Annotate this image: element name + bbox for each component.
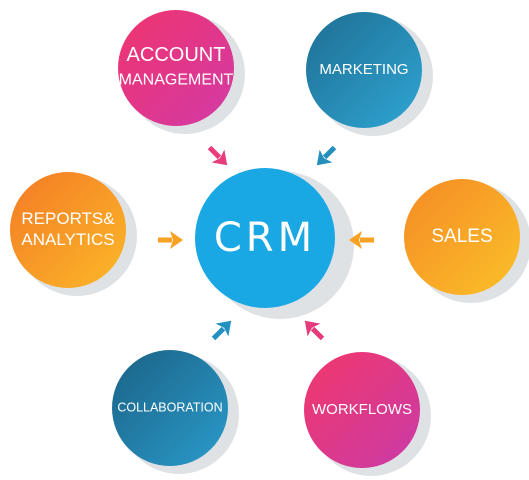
crm-center: CRM xyxy=(195,168,354,319)
node-label: ANALYTICS xyxy=(21,230,114,249)
arrow-icon xyxy=(158,231,183,249)
node-workflows: WORKFLOWS xyxy=(304,352,431,476)
nodes-layer: ACCOUNT MANAGEMENT MARKETING REPORTS&ANALYT… xyxy=(10,10,529,476)
node-label: ACCOUNT xyxy=(127,44,226,66)
node-circle xyxy=(10,172,126,288)
arrow-icon xyxy=(316,145,337,166)
node-label: MARKETING xyxy=(319,61,408,78)
node-collaboration: COLLABORATION xyxy=(112,350,239,474)
node-reports-analytics: REPORTS&ANALYTICS xyxy=(10,172,137,296)
node-circle xyxy=(404,179,520,295)
arrow-icon xyxy=(207,145,228,166)
arrow-icon xyxy=(304,320,325,341)
node-marketing: MARKETING xyxy=(306,12,433,136)
node-label: WORKFLOWS xyxy=(312,401,412,418)
crm-center-circle xyxy=(195,168,335,308)
node-label: REPORTS& xyxy=(21,209,115,228)
node-circle xyxy=(118,10,234,126)
arrow-icon xyxy=(211,320,232,341)
crm-center-label: CRM xyxy=(214,215,316,261)
node-sales: SALES xyxy=(404,179,529,303)
node-label: SALES xyxy=(431,226,492,247)
arrow-icon xyxy=(349,231,374,249)
node-account-management: ACCOUNT MANAGEMENT xyxy=(118,10,245,134)
node-label: MANAGEMENT xyxy=(119,72,234,89)
node-label: COLLABORATION xyxy=(117,400,222,414)
arrows-layer xyxy=(158,145,374,341)
node-circle xyxy=(112,350,228,466)
node-circle xyxy=(306,12,422,128)
node-circle xyxy=(304,352,420,468)
